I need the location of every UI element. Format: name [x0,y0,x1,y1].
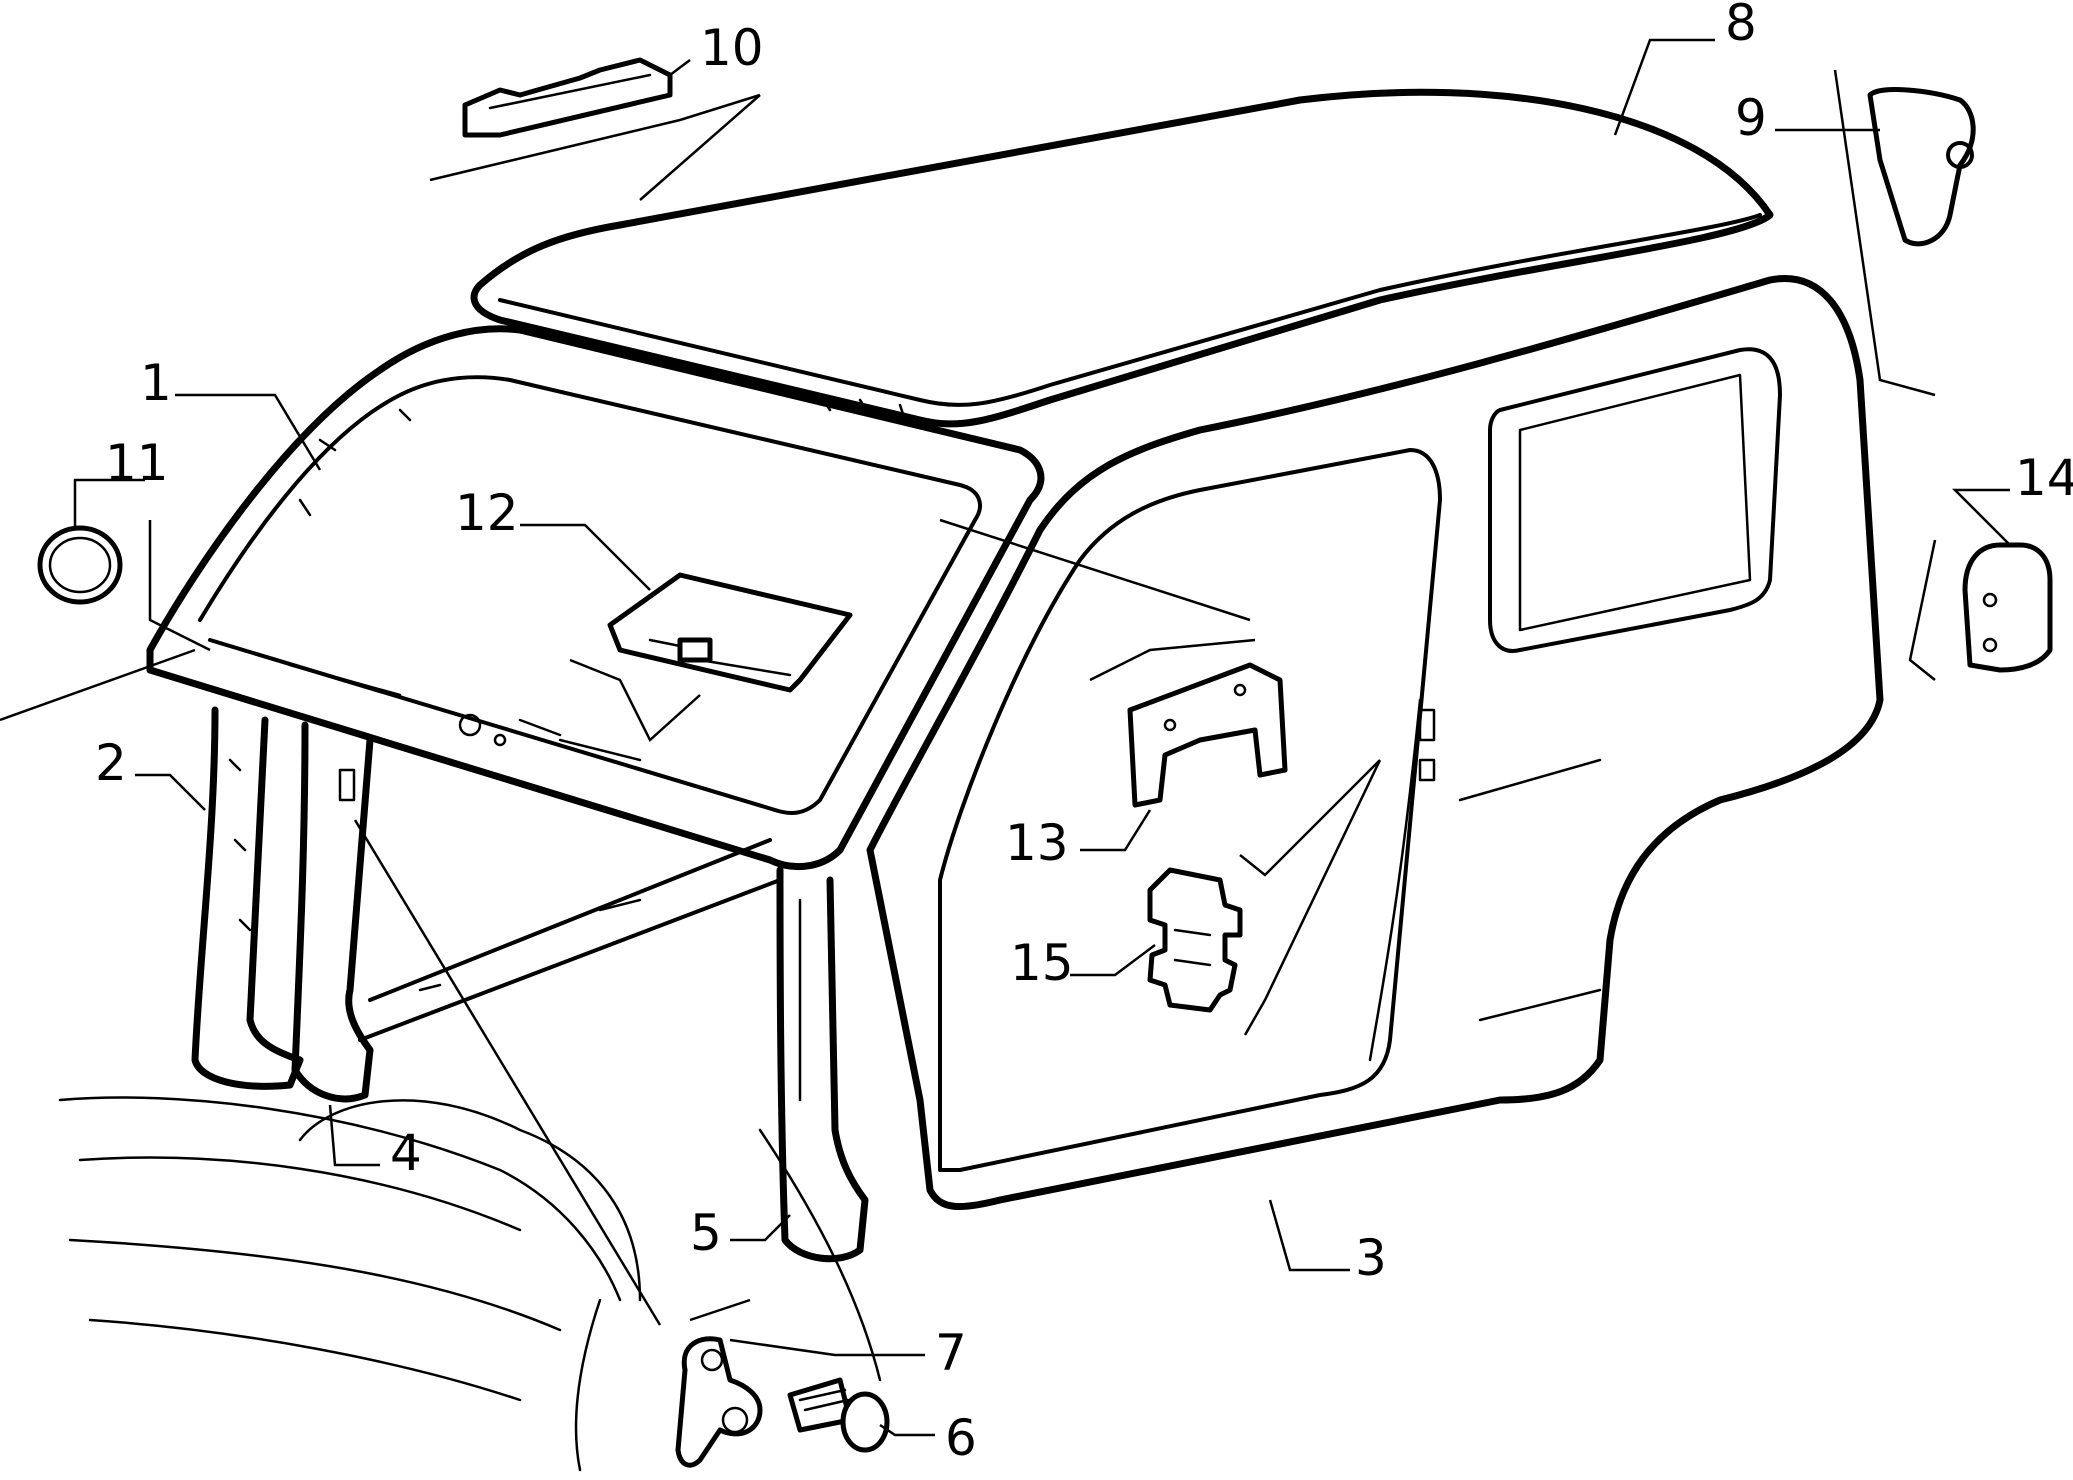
body-side-panel [866,275,1884,1211]
callout-6: 6 [945,1409,977,1467]
callout-13: 13 [1005,814,1069,872]
callout-7: 7 [935,1324,967,1382]
callout-4: 4 [390,1124,422,1182]
callout-9: 9 [1735,89,1767,147]
part-9-bracket [1867,87,1976,247]
part-12-cover [607,572,853,693]
callout-2: 2 [95,734,127,792]
a-pillar [191,706,304,1090]
part-10-bracket [462,57,673,138]
part-6-bolt [787,1377,890,1453]
callout-8: 8 [1725,0,1757,52]
callout-5: 5 [690,1204,722,1262]
callout-15: 15 [1010,934,1074,992]
leader-lines [0,38,2011,1437]
part-7-hinge [675,1336,763,1468]
callout-10: 10 [700,19,764,77]
b-pillar [776,866,869,1263]
callout-1: 1 [140,354,172,412]
part-13-plate [1127,662,1288,808]
roof-panel [470,88,1774,428]
callout-14: 14 [2015,449,2073,507]
callout-12: 12 [455,484,519,542]
windshield-frame [146,325,1045,871]
callout-11: 11 [105,434,169,492]
part-14-cover [1962,542,2053,673]
part-15-plate [1147,867,1243,1013]
a-pillar-reinforcement [291,721,374,1103]
floor-cross-member [358,838,782,1042]
part-11-plug [37,525,123,605]
callout-labels: 1 2 3 4 5 6 7 8 9 10 11 12 13 14 15 [95,0,2073,1467]
callout-3: 3 [1355,1229,1387,1287]
